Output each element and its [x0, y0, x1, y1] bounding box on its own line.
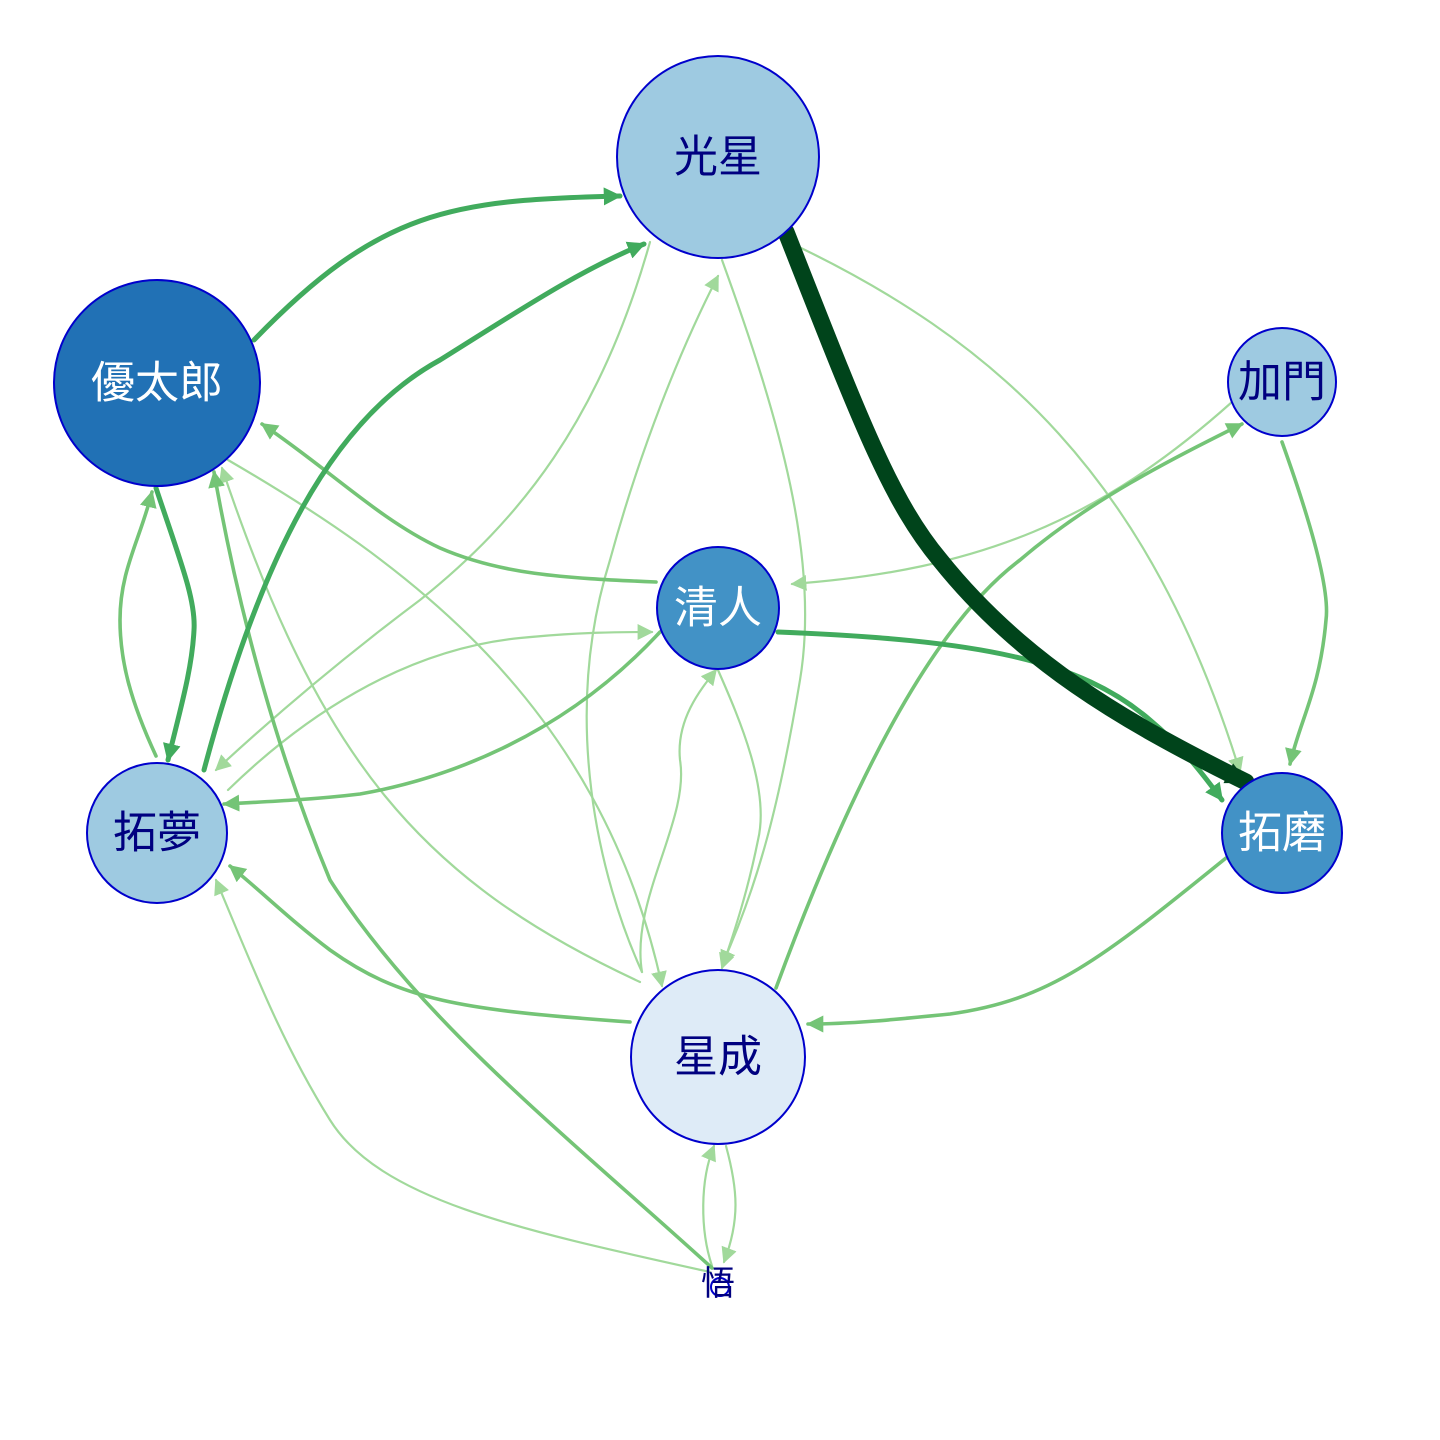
node-takuma-label: 拓磨 [1238, 808, 1326, 859]
edge-takumu-kiyoto-light [226, 624, 654, 792]
edge-kamon-kiyoto-light [790, 400, 1234, 591]
edge-takumu-yutaro-mid [118, 490, 158, 758]
edge-kiyoto-takuma-strong [775, 629, 1225, 803]
edge-seisei-takumu-mid [228, 864, 632, 1024]
edge-hikaru-takuma-darkest [777, 223, 1255, 791]
edge-satoru-yutaro-mid [208, 470, 714, 1270]
node-kamon[interactable]: 加門 [1227, 327, 1337, 437]
node-hikaru-circle [616, 55, 820, 259]
edge-kiyoto-takumu-mid [222, 630, 662, 812]
node-seisei[interactable]: 星成 [630, 969, 806, 1145]
node-kamon-circle [1227, 327, 1337, 437]
edge-seisei-kiyoto-light [639, 668, 718, 974]
edge-yutaro-hikaru-strong [251, 187, 623, 343]
edge-seisei-satoru-light [721, 1144, 737, 1264]
node-yutaro[interactable]: 優太郎 [53, 279, 261, 487]
node-takumu-label: 拓夢 [113, 808, 201, 859]
edge-satoru-seisei-light [701, 1144, 716, 1268]
node-hikaru-label: 光星 [674, 132, 762, 183]
node-takuma[interactable]: 拓磨 [1221, 772, 1343, 894]
node-takuma-circle [1221, 772, 1343, 894]
edge-kamon-takuma-mid [1280, 440, 1329, 766]
edge-kiyoto-yutaro-mid [260, 422, 658, 584]
nodes-layer: 光星 優太郎 加門 清人 拓夢 拓磨 星成 悟 [53, 55, 1343, 1304]
node-kiyoto-circle [656, 546, 780, 670]
node-takumu[interactable]: 拓夢 [86, 762, 228, 904]
edge-kiyoto-seisei-light [716, 668, 762, 970]
edge-yutaro-takumu-strong [153, 485, 197, 763]
node-takumu-circle [86, 762, 228, 904]
node-kamon-label: 加門 [1238, 357, 1326, 408]
node-hikaru[interactable]: 光星 [616, 55, 820, 259]
edge-yutaro-seisei-light [226, 458, 667, 988]
node-satoru[interactable]: 悟 [701, 1264, 735, 1304]
node-kiyoto[interactable]: 清人 [656, 546, 780, 670]
edge-takumu-hikaru-strong [201, 241, 647, 773]
node-yutaro-label: 優太郎 [91, 358, 223, 409]
edge-seisei-hikaru-light [585, 274, 720, 974]
edge-hikaru-takuma-light [778, 236, 1244, 774]
node-seisei-circle [630, 969, 806, 1145]
edge-hikaru-takumu-light [214, 240, 652, 772]
node-satoru-label: 悟 [701, 1264, 735, 1304]
edge-satoru-takumu-light [214, 878, 712, 1274]
edge-takuma-seisei-mid [806, 856, 1228, 1033]
node-kiyoto-label: 清人 [674, 583, 762, 634]
node-seisei-label: 星成 [674, 1032, 762, 1083]
node-satoru-circle [710, 1277, 730, 1297]
edge-seisei-kamon-mid [774, 422, 1244, 990]
edge-hikaru-seisei-light [720, 258, 807, 967]
node-yutaro-circle [53, 279, 261, 487]
edges-layer [118, 187, 1329, 1274]
